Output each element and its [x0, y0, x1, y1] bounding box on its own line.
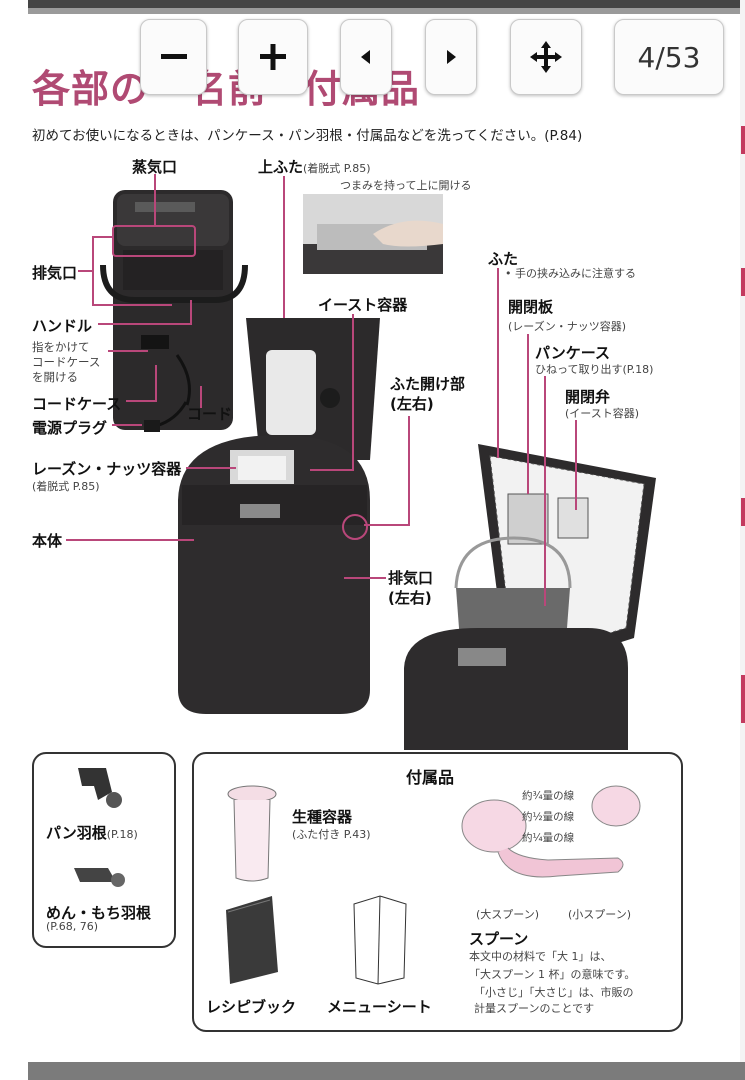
lid-opener-highlight	[342, 514, 368, 540]
label-cord-case: コードケース	[32, 395, 122, 413]
label-steam-vent: 蒸気口	[132, 158, 178, 176]
label-spoon-line-2: 約½量の線	[522, 811, 575, 823]
label-handle: ハンドル	[32, 317, 93, 335]
leader-line	[78, 270, 94, 272]
leader-line	[575, 420, 577, 510]
label-lid-opener: ふた開け部(左右)	[390, 375, 466, 413]
leader-line	[200, 386, 202, 408]
leader-line	[408, 416, 410, 526]
top-border-shadow	[28, 8, 745, 14]
label-menu-sheet: メニューシート	[327, 998, 432, 1016]
move-arrows-icon	[530, 41, 562, 73]
label-small-spoon: (小スプーン)	[568, 908, 632, 921]
bottom-border	[28, 1062, 745, 1080]
leader-line	[310, 469, 354, 471]
label-yeast-container: イースト容器	[318, 296, 408, 314]
label-open-close-valve: 開閉弁	[565, 388, 611, 406]
leader-line	[126, 400, 157, 402]
label-starter-container-note: (ふた付き P.43)	[292, 828, 371, 841]
label-open-close-plate: 開閉板	[508, 298, 554, 316]
left-margin	[0, 0, 28, 1080]
label-large-spoon: (大スプーン)	[476, 908, 540, 921]
leader-line	[92, 236, 114, 238]
zoom-out-button[interactable]	[140, 19, 207, 95]
leader-line	[190, 300, 192, 325]
label-bread-case-note: ひねって取り出す(P.18)	[535, 363, 654, 376]
label-power-plug: 電源プラグ	[32, 419, 108, 437]
triangle-right-icon	[447, 50, 456, 64]
page-indicator[interactable]: 4/53	[614, 19, 724, 95]
label-spoon-line-1: 約¾量の線	[522, 790, 575, 802]
accessories-header: 付属品	[406, 768, 455, 787]
zoom-in-button[interactable]	[238, 19, 308, 95]
leader-line	[112, 424, 142, 426]
edge-marker	[741, 498, 745, 526]
top-border	[0, 0, 745, 8]
intro-text: 初めてお使いになるときは、パンケース・パン羽根・付属品などを洗ってください。(P…	[32, 128, 583, 144]
triangle-left-icon	[361, 50, 370, 64]
previous-page-button[interactable]	[340, 19, 392, 95]
leader-line	[108, 350, 148, 352]
leader-line	[154, 174, 156, 226]
leader-line	[364, 524, 410, 526]
label-bread-case: パンケース	[535, 344, 611, 362]
label-open-close-valve-note: (イースト容器)	[565, 407, 640, 420]
label-cord: コード	[187, 405, 233, 423]
label-body: 本体	[32, 532, 63, 550]
bread-blade-icon	[78, 768, 122, 808]
label-top-lid: 上ふた(着脱式 P.85)	[258, 158, 371, 176]
label-spoon-line-3: 約¼量の線	[522, 832, 575, 844]
right-edge	[740, 0, 745, 1080]
label-recipe-book: レシピブック	[206, 998, 297, 1016]
leader-line	[92, 304, 172, 306]
breadmaker-lid-open-illustration	[404, 444, 656, 750]
edge-marker	[741, 126, 745, 154]
label-bread-blade: パン羽根(P.18)	[46, 824, 138, 842]
label-noodle-blade: めん・もち羽根	[46, 904, 152, 922]
leader-line	[527, 334, 529, 494]
measuring-spoons-illustration	[461, 785, 641, 878]
label-open-close-plate-note: (レーズン・ナッツ容器)	[508, 320, 627, 333]
move-button[interactable]	[510, 19, 582, 95]
spoon-desc-line-3: 「小さじ」「大さじ」は、市販の	[474, 986, 634, 999]
edge-marker	[741, 268, 745, 296]
label-lid-note: • 手の挟み込みに注意する	[505, 267, 636, 280]
spoon-desc-line-2: 「大スプーン 1 杯」の意味です。	[469, 968, 636, 981]
top-lid-photo	[303, 194, 443, 274]
menu-sheet-illustration	[353, 895, 407, 985]
spoon-desc-line-4: 計量スプーンのことです	[474, 1002, 595, 1015]
label-exhaust-side: 排気口(左右)	[388, 569, 434, 607]
edge-marker	[741, 675, 745, 723]
leader-line	[66, 539, 194, 541]
starter-container-illustration	[227, 785, 277, 882]
leader-line	[497, 268, 499, 458]
steam-vent-highlight	[112, 225, 196, 257]
leader-line	[98, 323, 192, 325]
minus-icon	[160, 54, 187, 59]
leader-line	[155, 365, 157, 401]
label-spoon-title: スプーン	[469, 930, 529, 948]
spoon-desc-line-1: 本文中の材料で「大 1」は、	[469, 950, 612, 963]
recipe-book-illustration	[226, 896, 278, 984]
label-starter-container: 生種容器	[292, 808, 353, 826]
label-exhaust: 排気口	[32, 264, 78, 282]
label-noodle-blade-ref: (P.68, 76)	[46, 920, 98, 933]
leader-line	[544, 376, 546, 606]
plus-icon	[260, 44, 286, 70]
leader-line	[352, 314, 354, 470]
leader-line	[283, 176, 285, 336]
label-cord-case-hint: 指をかけて コードケース を開ける	[32, 340, 101, 384]
label-top-lid-hint: つまみを持って上に開ける	[340, 179, 472, 192]
leader-line	[186, 467, 236, 469]
power-plug-icon	[144, 401, 188, 432]
label-raisin-container-note: (着脱式 P.85)	[32, 480, 100, 493]
leader-line	[344, 577, 386, 579]
noodle-blade-icon	[74, 868, 125, 887]
breadmaker-open-illustration	[178, 318, 380, 714]
next-page-button[interactable]	[425, 19, 477, 95]
label-raisin-container: レーズン・ナッツ容器	[32, 460, 182, 478]
label-lid: ふた	[488, 250, 519, 268]
